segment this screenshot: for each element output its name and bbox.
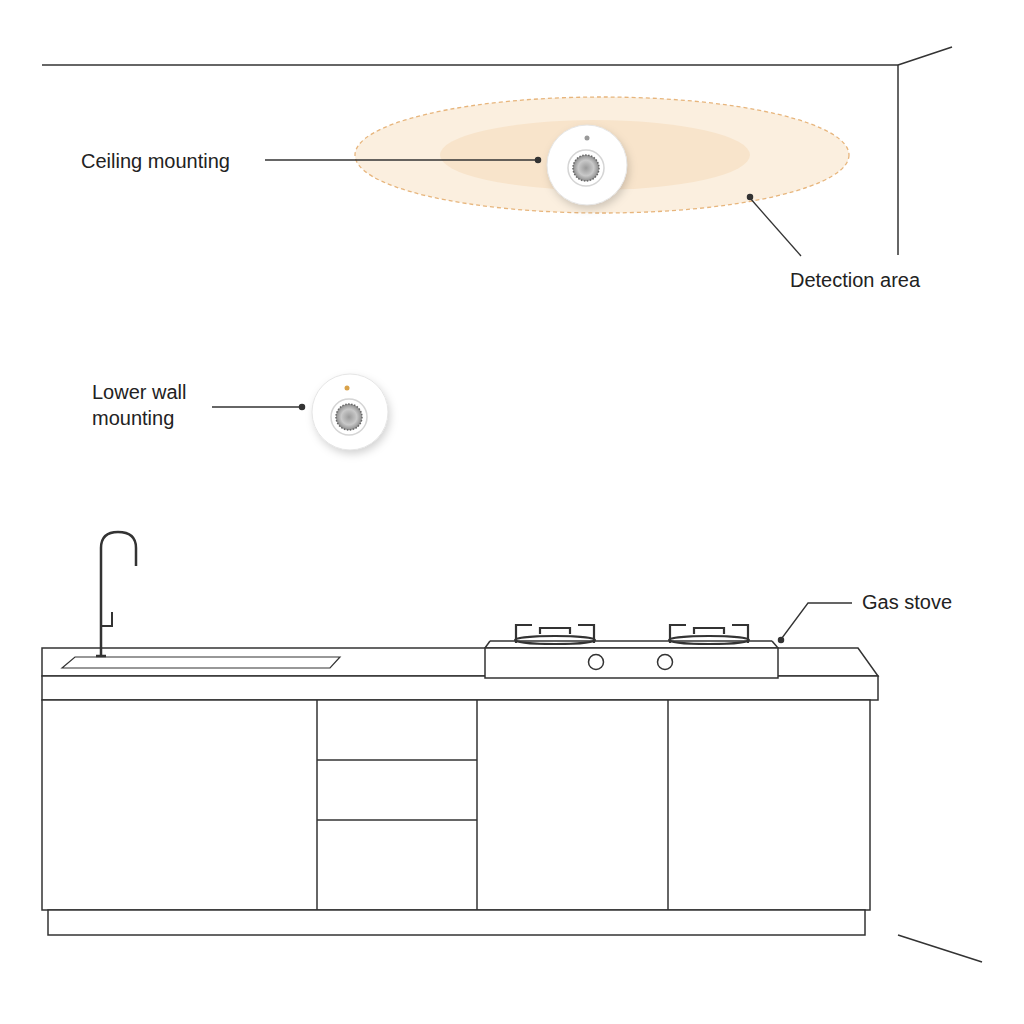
callout-label: Lower wall mounting [92, 379, 210, 431]
callout-label: Ceiling mounting [81, 148, 266, 174]
room-lines [42, 47, 982, 962]
wall-detector [312, 374, 388, 450]
ceiling-detector [547, 125, 627, 205]
counter [42, 648, 878, 700]
gas-stove [485, 625, 778, 678]
leader-lines [212, 157, 852, 642]
faucet [96, 532, 136, 656]
callout-label: Detection area [790, 267, 970, 293]
detection-area [355, 97, 849, 213]
cabinets [42, 700, 870, 935]
callout-label: Gas stove [862, 589, 1002, 615]
